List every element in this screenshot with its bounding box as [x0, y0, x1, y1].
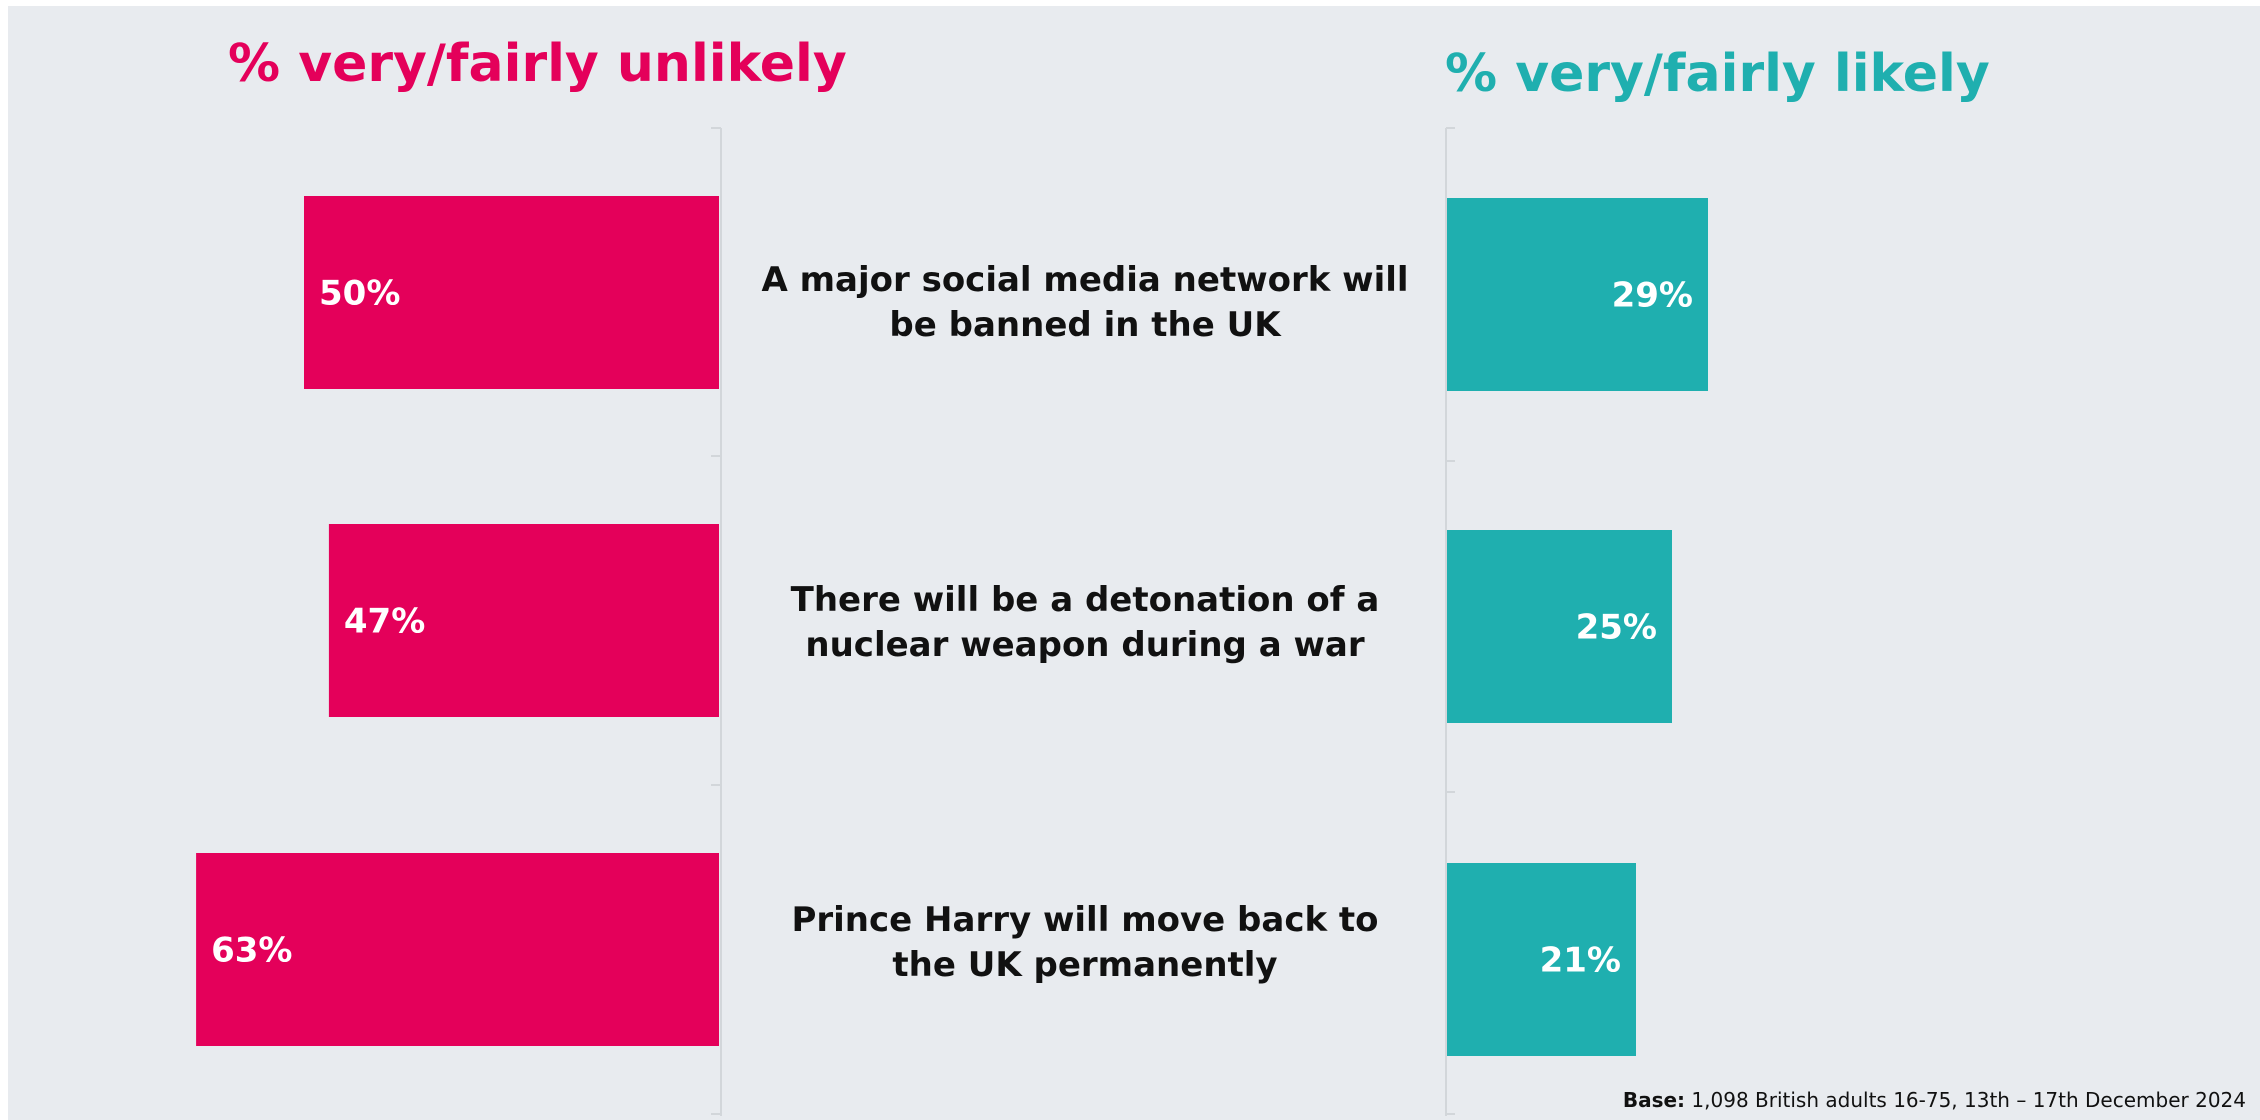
bar-unlikely [196, 853, 720, 1046]
series-title-likely: % very/fairly likely [1445, 44, 1990, 104]
bar-value-label-likely: 21% [1540, 941, 1621, 981]
bar-value-label-unlikely: 47% [344, 602, 425, 642]
bar-value-label-likely: 25% [1576, 608, 1657, 648]
chart-svg: % very/fairly unlikely % very/fairly like… [196, 34, 1990, 1116]
bar-value-label-unlikely: 50% [319, 274, 400, 314]
bar-value-label-unlikely: 63% [211, 931, 292, 971]
bar-likely [1447, 530, 1672, 723]
category-label: Prince Harry will move back to the UK pe… [791, 900, 1379, 985]
bar-likely [1447, 198, 1708, 391]
bar-value-label-likely: 29% [1612, 276, 1693, 316]
bar-unlikely [328, 524, 719, 717]
category-label: A major social media network will be ban… [761, 260, 1409, 345]
base-text: 1,098 British adults 16-75, 13th – 17th … [1691, 1088, 2246, 1112]
chart-panel: % very/fairly unlikely % very/fairly like… [8, 6, 2260, 1120]
bar-unlikely [304, 196, 719, 389]
series-title-unlikely: % very/fairly unlikely [228, 34, 847, 94]
bar-likely [1447, 863, 1636, 1056]
base-footnote: Base: 1,098 British adults 16-75, 13th –… [1623, 1088, 2246, 1112]
category-label: There will be a detonation of a nuclear … [790, 580, 1380, 665]
base-label: Base: [1622, 1088, 1686, 1112]
